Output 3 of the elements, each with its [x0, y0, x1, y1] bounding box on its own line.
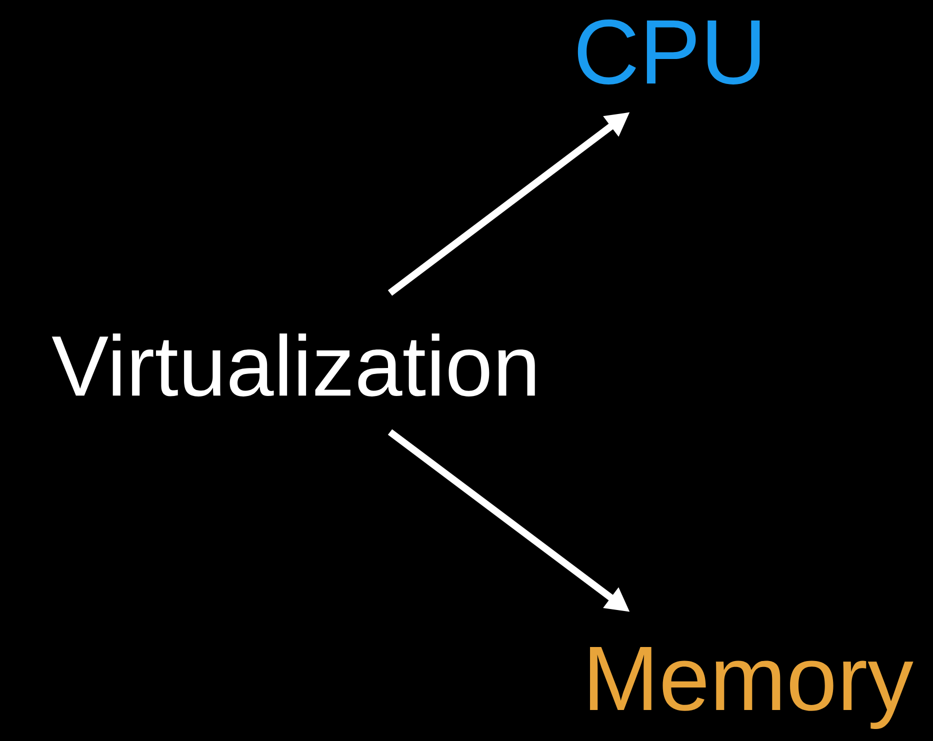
node-label: Memory	[590, 646, 914, 730]
node-label: CPU	[578, 20, 760, 84]
node-label: Virtualization	[52, 334, 535, 396]
